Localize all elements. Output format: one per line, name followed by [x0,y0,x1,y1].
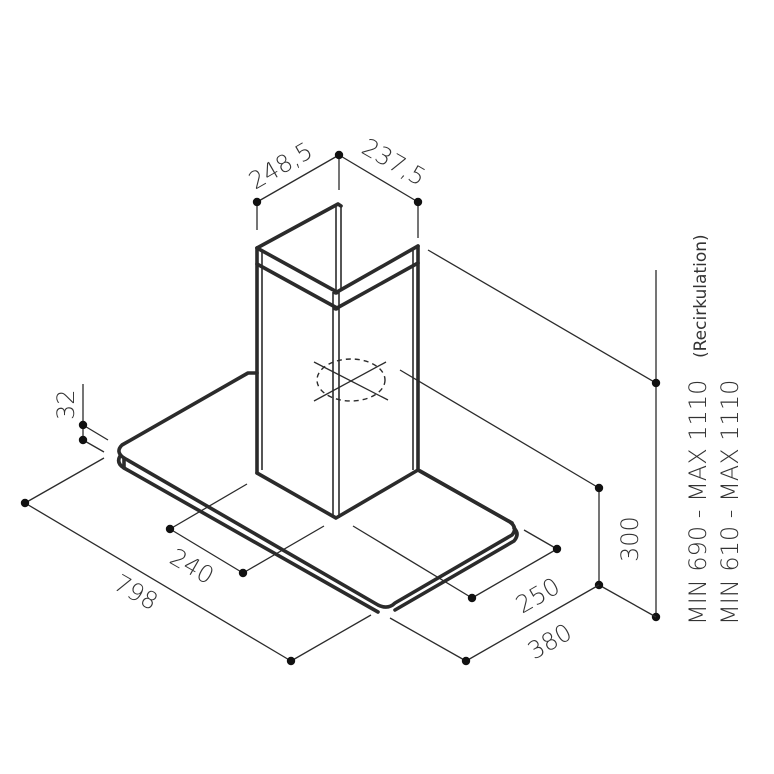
label-height-recirculation: MIN 690 - MAX 1110 [684,380,712,625]
dimension-labels: 248,5 237,5 32 798 240 250 380 300 MIN 6… [52,133,744,665]
canopy [116,371,519,614]
label-canopy-depth: 380 [523,618,577,665]
label-recirculation-note: (Recirkulation) [691,234,711,358]
label-height-extraction: MIN 610 - MAX 1110 [716,380,744,625]
label-canopy-width: 798 [109,569,163,616]
label-canopy-thickness: 32 [52,389,80,420]
dimension-lines [20,150,661,666]
chimney [255,202,514,525]
label-canopy-offset-left: 240 [165,543,219,590]
label-canopy-height: 300 [616,516,644,562]
label-chimney-width-right: 237,5 [357,133,431,192]
exhaust-outlet-symbol [313,358,389,402]
label-chimney-width-left: 248,5 [244,137,318,196]
label-canopy-offset-right: 250 [511,572,565,619]
